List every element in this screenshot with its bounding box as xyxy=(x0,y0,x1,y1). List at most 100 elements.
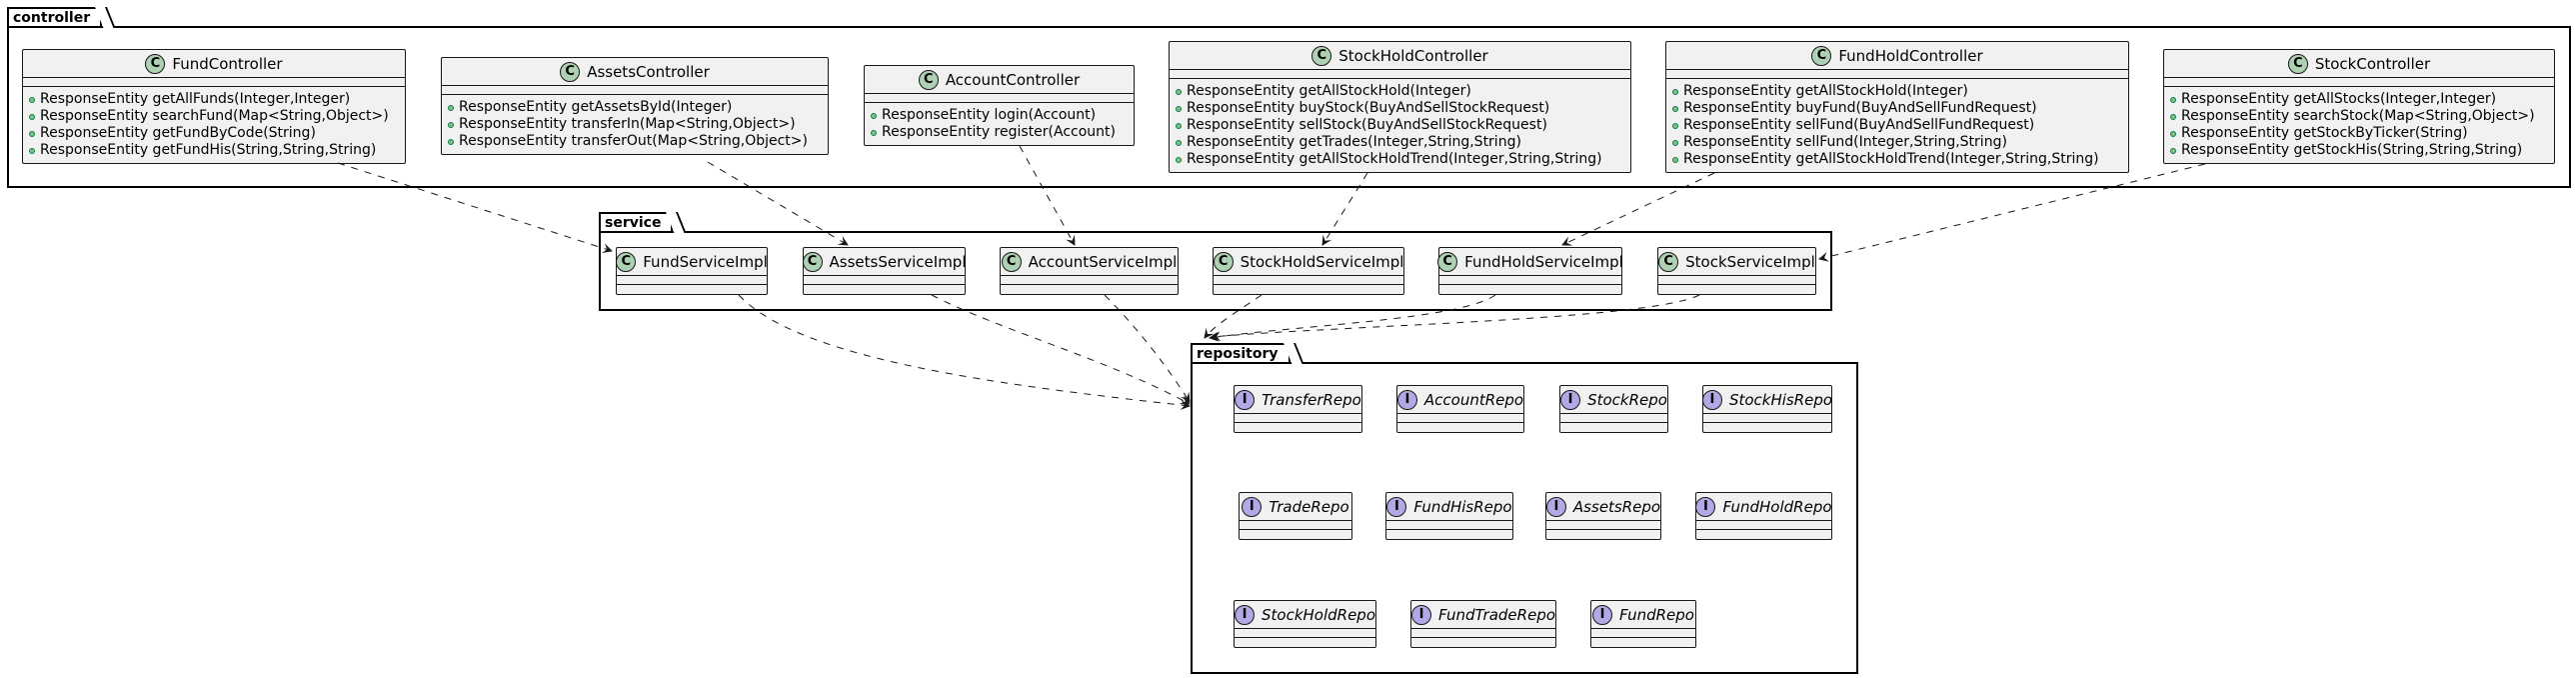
method: ResponseEntity transferOut(Map<String,Ob… xyxy=(448,133,822,150)
controller-class[interactable]: C StockController ResponseEntity getAllSt… xyxy=(2163,49,2555,164)
class-c-icon: C xyxy=(918,69,939,90)
interface-i-icon: I xyxy=(1695,496,1716,517)
controller-class[interactable]: C AssetsController ResponseEntity getAsse… xyxy=(441,57,829,155)
public-method-icon xyxy=(1672,88,1678,95)
interface-i-icon: I xyxy=(1545,496,1566,517)
class-c-icon: C xyxy=(145,53,166,74)
class-name: StockController xyxy=(2314,54,2431,73)
class-c-icon: C xyxy=(560,61,581,82)
class-c-icon: C xyxy=(2287,53,2308,74)
controller-class[interactable]: C FundHoldController ResponseEntity getAl… xyxy=(1665,41,2129,173)
method: ResponseEntity getStockHis(String,String… xyxy=(2170,142,2548,159)
interface-name: FundHisRepo xyxy=(1413,497,1512,516)
public-method-icon xyxy=(1176,105,1182,112)
class-c-icon: C xyxy=(1811,45,1832,66)
repository-interface[interactable]: I AccountRepo xyxy=(1396,385,1524,433)
repository-interface[interactable]: I FundHisRepo xyxy=(1385,492,1513,540)
repository-interface[interactable]: I AssetsRepo xyxy=(1545,492,1661,540)
method: ResponseEntity searchStock(Map<String,Ob… xyxy=(2170,108,2548,125)
method: ResponseEntity getAllStockHoldTrend(Inte… xyxy=(1672,151,2122,168)
interface-i-icon: I xyxy=(1386,496,1407,517)
method: ResponseEntity getAllStockHold(Integer) xyxy=(1672,83,2122,100)
method: ResponseEntity sellFund(Integer,String,S… xyxy=(1672,134,2122,151)
service-class[interactable]: C StockServiceImpl xyxy=(1657,247,1816,295)
controller-package-label: controller xyxy=(7,7,103,28)
class-name: AccountServiceImpl xyxy=(1028,252,1178,271)
service-class[interactable]: C AccountServiceImpl xyxy=(1000,247,1179,295)
method: ResponseEntity buyFund(BuyAndSellFundReq… xyxy=(1672,100,2122,117)
method: ResponseEntity sellStock(BuyAndSellStock… xyxy=(1176,117,1624,134)
interface-i-icon: I xyxy=(1235,389,1256,410)
service-package-label: service xyxy=(599,212,674,233)
method: ResponseEntity register(Account) xyxy=(871,124,1128,141)
class-name: FundHoldController xyxy=(1838,46,1983,65)
interface-i-icon: I xyxy=(1701,389,1722,410)
method: ResponseEntity getFundByCode(String) xyxy=(29,125,399,142)
public-method-icon xyxy=(1672,105,1678,112)
method: ResponseEntity getAssetsById(Integer) xyxy=(448,99,822,116)
class-name: FundHoldServiceImpl xyxy=(1464,252,1623,271)
interface-name: TradeRepo xyxy=(1269,497,1349,516)
interface-name: FundTradeRepo xyxy=(1438,605,1556,624)
interface-name: FundHoldRepo xyxy=(1722,497,1832,516)
interface-i-icon: I xyxy=(1235,604,1255,625)
method: ResponseEntity getAllStocks(Integer,Inte… xyxy=(2170,91,2548,108)
class-c-icon: C xyxy=(1001,251,1022,272)
class-name: StockServiceImpl xyxy=(1685,252,1815,271)
method: ResponseEntity searchFund(Map<String,Obj… xyxy=(29,108,399,125)
repository-interface[interactable]: I FundHoldRepo xyxy=(1695,492,1832,540)
class-c-icon: C xyxy=(1437,251,1458,272)
public-method-icon xyxy=(29,130,35,137)
interface-i-icon: I xyxy=(1592,604,1613,625)
public-method-icon xyxy=(2170,147,2176,154)
interface-name: AccountRepo xyxy=(1423,390,1524,409)
class-name: FundController xyxy=(172,54,283,73)
method: ResponseEntity getTrades(Integer,String,… xyxy=(1176,134,1624,151)
interface-name: StockHoldRepo xyxy=(1262,605,1376,624)
public-method-icon xyxy=(871,112,877,119)
public-method-icon xyxy=(871,129,877,136)
public-method-icon xyxy=(1176,88,1182,95)
dependency-arrow xyxy=(1104,294,1191,403)
method: ResponseEntity buyStock(BuyAndSellStockR… xyxy=(1176,100,1624,117)
repository-interface[interactable]: I TransferRepo xyxy=(1234,385,1362,433)
class-c-icon: C xyxy=(802,251,823,272)
interface-i-icon: I xyxy=(1396,389,1417,410)
public-method-icon xyxy=(1176,156,1182,163)
repository-interface[interactable]: I StockHoldRepo xyxy=(1234,600,1376,648)
interface-name: AssetsRepo xyxy=(1572,497,1661,516)
method: ResponseEntity transferIn(Map<String,Obj… xyxy=(448,116,822,133)
public-method-icon xyxy=(29,113,35,120)
public-method-icon xyxy=(2170,96,2176,103)
class-name: AssetsController xyxy=(587,62,710,81)
method: ResponseEntity getAllStockHoldTrend(Inte… xyxy=(1176,151,1624,168)
service-class[interactable]: C FundHoldServiceImpl xyxy=(1437,247,1623,295)
public-method-icon xyxy=(2170,113,2176,120)
interface-name: TransferRepo xyxy=(1262,390,1361,409)
class-name: StockHoldController xyxy=(1338,46,1488,65)
public-method-icon xyxy=(1176,139,1182,146)
public-method-icon xyxy=(1672,122,1678,129)
dependency-arrow xyxy=(931,294,1191,405)
repository-package-label: repository xyxy=(1191,343,1290,364)
class-c-icon: C xyxy=(1213,251,1234,272)
public-method-icon xyxy=(29,96,35,103)
interface-i-icon: I xyxy=(1560,389,1581,410)
public-method-icon xyxy=(448,138,454,145)
public-method-icon xyxy=(1672,139,1678,146)
public-method-icon xyxy=(448,121,454,128)
method: ResponseEntity getFundHis(String,String,… xyxy=(29,142,399,159)
class-c-icon: C xyxy=(616,251,637,272)
class-c-icon: C xyxy=(1658,251,1679,272)
